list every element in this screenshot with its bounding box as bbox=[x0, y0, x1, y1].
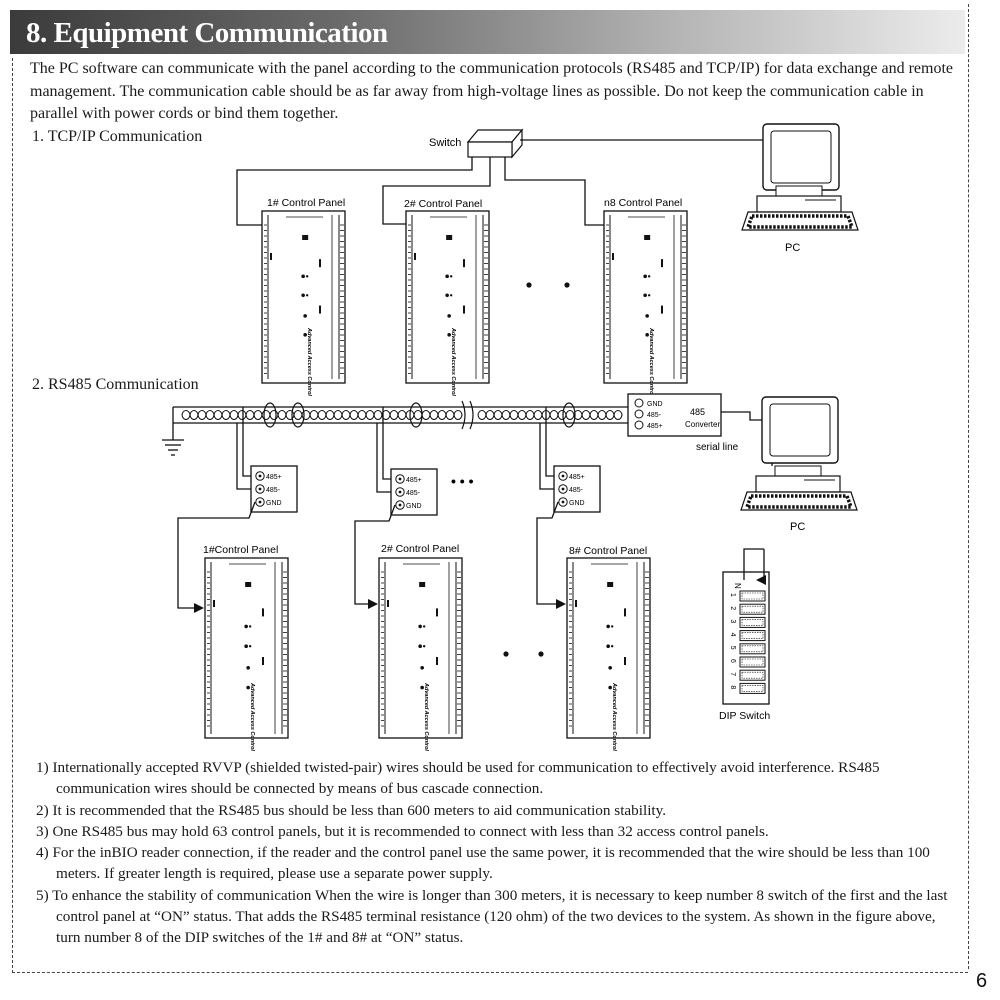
twisted-pair-wire bbox=[181, 409, 623, 421]
pc-label: PC bbox=[785, 242, 800, 254]
bottom-dashed-border bbox=[12, 972, 968, 973]
drop-wire bbox=[354, 407, 396, 609]
note-item: 2) It is recommended that the RS485 bus … bbox=[36, 801, 667, 819]
terminal-label: GND bbox=[569, 500, 585, 507]
dip-toggle: 3 bbox=[729, 616, 766, 628]
section-header-bar: 8. Equipment Communication bbox=[10, 10, 965, 54]
dip-number: 3 bbox=[729, 619, 736, 623]
intro-block: The PC software can communicate with the… bbox=[30, 58, 960, 126]
panel-side-text: Advanced Access Control bbox=[249, 682, 255, 751]
control-panel: Advanced Access Control bbox=[378, 557, 463, 751]
dip-number: 4 bbox=[729, 633, 736, 637]
control-panel: Advanced Access Control bbox=[405, 210, 490, 396]
converter-485-plus-label: 485+ bbox=[647, 423, 663, 430]
note-item: 3) One RS485 bus may hold 63 control pan… bbox=[36, 822, 769, 840]
dip-number: 8 bbox=[729, 685, 736, 689]
terminal-label: 485+ bbox=[266, 474, 282, 481]
tcp-section-title: 1. TCP/IP Communication bbox=[32, 128, 203, 145]
panel-side-text: Advanced Access Control bbox=[648, 327, 654, 396]
drop-wire bbox=[177, 407, 256, 613]
dip-switch-label: DIP Switch bbox=[719, 710, 770, 722]
terminal-label: GND bbox=[406, 503, 422, 510]
control-panel: Advanced Access Control bbox=[261, 210, 346, 396]
dot bbox=[538, 651, 544, 657]
dot bbox=[564, 282, 570, 288]
dip-toggle: 5 bbox=[729, 643, 766, 655]
converter-485-minus-label: 485- bbox=[647, 412, 662, 419]
note-item: 1) Internationally accepted RVVP (shield… bbox=[36, 759, 880, 798]
note-item: 4) For the inBIO reader connection, if t… bbox=[36, 844, 930, 883]
dip-toggle: 1 bbox=[729, 590, 766, 602]
pc-label: PC bbox=[790, 521, 805, 533]
control-panel: Advanced Access Control bbox=[204, 557, 289, 751]
converter-gnd-label: GND bbox=[647, 401, 663, 408]
dip-number: 6 bbox=[729, 659, 736, 663]
control-panel-label: 1# Control Panel bbox=[267, 197, 345, 209]
network-switch bbox=[466, 128, 524, 159]
control-panel-label: 8# Control Panel bbox=[569, 545, 647, 557]
serial-line-label: serial line bbox=[696, 442, 739, 453]
rs485-terminal-block: 485+ 485- GND bbox=[390, 468, 438, 516]
panel-side-text: Advanced Access Control bbox=[423, 682, 429, 751]
rs485-bus bbox=[162, 406, 628, 456]
dip-toggle: 6 bbox=[729, 656, 766, 668]
rs485-terminal-block: 485+ 485- GND bbox=[553, 465, 601, 513]
drop-wire bbox=[536, 407, 566, 609]
dip-on-label: N bbox=[733, 583, 742, 589]
control-panel-label: 2# Control Panel bbox=[381, 543, 459, 555]
control-panel-label: 2# Control Panel bbox=[404, 198, 482, 210]
rs485-terminal-block: 485+ 485- GND bbox=[250, 465, 298, 513]
section-title: 8. Equipment Communication bbox=[26, 17, 388, 49]
dip-toggle: 2 bbox=[729, 603, 766, 615]
shield-rings bbox=[263, 400, 576, 430]
control-panel: Advanced Access Control bbox=[603, 210, 688, 396]
terminal-label: 485- bbox=[406, 490, 421, 497]
terminal-label: 485- bbox=[266, 487, 281, 494]
dot bbox=[526, 282, 532, 288]
terminal-label: 485+ bbox=[569, 474, 585, 481]
pc-icon bbox=[741, 123, 859, 231]
terminal-label: 485- bbox=[569, 487, 584, 494]
control-panel-label: 1#Control Panel bbox=[203, 544, 278, 556]
panel-side-text: Advanced Access Control bbox=[611, 682, 617, 751]
dip-toggle: 4 bbox=[729, 630, 766, 642]
dip-number: 2 bbox=[729, 606, 736, 610]
dip-toggle: 8 bbox=[729, 682, 766, 694]
dip-number: 7 bbox=[729, 672, 736, 676]
dot bbox=[503, 651, 509, 657]
notes-list: 1) Internationally accepted RVVP (shield… bbox=[36, 757, 961, 949]
pc-icon bbox=[740, 396, 858, 511]
control-panel-label: n8 Control Panel bbox=[604, 197, 682, 209]
panel-side-text: Advanced Access Control bbox=[306, 327, 312, 396]
note-item: 5) To enhance the stability of communica… bbox=[36, 886, 948, 947]
dip-number: 1 bbox=[729, 593, 736, 597]
left-dashed-border bbox=[12, 58, 13, 973]
ellipsis: • • • bbox=[451, 473, 474, 489]
rs485-section-title: 2. RS485 Communication bbox=[32, 376, 199, 393]
converter-subtitle: Converter bbox=[685, 420, 720, 429]
switch-label: Switch bbox=[429, 137, 461, 149]
dip-toggle: 7 bbox=[729, 669, 766, 681]
right-dashed-border bbox=[968, 4, 969, 969]
panel-side-text: Advanced Access Control bbox=[450, 327, 456, 396]
dip-number: 5 bbox=[729, 646, 736, 650]
intro-paragraph: The PC software can communicate with the… bbox=[30, 60, 953, 122]
converter-title: 485 bbox=[690, 407, 705, 417]
control-panel: Advanced Access Control bbox=[566, 557, 651, 751]
rs485-converter bbox=[627, 393, 722, 437]
terminal-label: 485+ bbox=[406, 477, 422, 484]
page-number: 6 bbox=[976, 970, 988, 992]
terminal-label: GND bbox=[266, 500, 282, 507]
